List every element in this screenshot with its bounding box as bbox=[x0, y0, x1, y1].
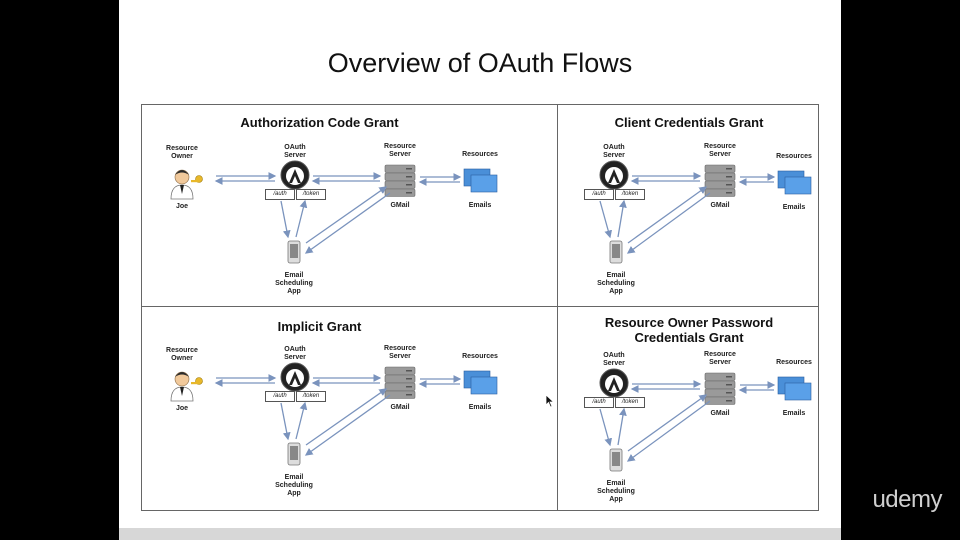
flow-arrow bbox=[599, 408, 613, 447]
resources-folder-icon bbox=[463, 370, 498, 395]
oauth-server-label: OAuth Server bbox=[603, 352, 625, 367]
slide: Overview of OAuth Flows Authorization Co… bbox=[119, 0, 841, 528]
joe-label: Joe bbox=[175, 203, 189, 210]
resources-label: Resources bbox=[776, 359, 812, 366]
app-label: Email Scheduling App bbox=[597, 272, 635, 295]
auth-endpoint: /auth bbox=[265, 189, 295, 200]
resource-server-label: Resource Server bbox=[704, 143, 736, 158]
panel-title: Implicit Grant bbox=[277, 319, 362, 334]
player-bottom-bar bbox=[119, 528, 841, 540]
resource-server-icon bbox=[384, 366, 416, 399]
panel-resource-owner-password-grant: Resource Owner Password Credentials Gran… bbox=[558, 307, 820, 512]
resources-folder-icon bbox=[463, 168, 498, 193]
flow-arrow bbox=[626, 400, 711, 462]
flow-diagram bbox=[599, 160, 812, 264]
grid-divider-vertical bbox=[557, 105, 558, 510]
emails-label: Emails bbox=[782, 410, 806, 417]
resources-folder-icon bbox=[777, 376, 812, 401]
resource-owner-icon bbox=[170, 371, 203, 402]
grid-divider-horizontal bbox=[142, 306, 818, 307]
flow-arrow bbox=[617, 407, 627, 446]
token-endpoint: /token bbox=[615, 397, 645, 408]
mouse-cursor-icon bbox=[545, 394, 555, 408]
oauth-server-icon bbox=[280, 362, 310, 392]
slide-title: Overview of OAuth Flows bbox=[327, 48, 633, 78]
emails-label: Emails bbox=[468, 404, 492, 411]
flow-arrow bbox=[627, 394, 708, 452]
oauth-server-icon bbox=[599, 368, 629, 398]
resource-server-icon bbox=[384, 164, 416, 197]
panel-title: Client Credentials Grant bbox=[614, 115, 764, 130]
oauth-server-icon bbox=[599, 160, 629, 190]
flow-arrow bbox=[295, 401, 308, 440]
emails-label: Emails bbox=[782, 204, 806, 211]
client-app-phone-icon bbox=[609, 448, 623, 472]
flow-arrow bbox=[626, 192, 711, 254]
resource-owner-label: Resource Owner bbox=[166, 347, 198, 362]
udemy-watermark: udemy bbox=[872, 486, 942, 513]
resources-folder-icon bbox=[777, 170, 812, 195]
auth-endpoint: /auth bbox=[584, 189, 614, 200]
oauth-server-label: OAuth Server bbox=[284, 346, 306, 361]
panel-title: Resource Owner Password Credentials Gran… bbox=[604, 315, 774, 345]
panel-title: Authorization Code Grant bbox=[240, 115, 399, 130]
flow-arrow bbox=[617, 199, 627, 238]
gmail-label: GMail bbox=[710, 410, 730, 417]
token-endpoint: /token bbox=[296, 189, 326, 200]
flow-arrow bbox=[280, 402, 291, 441]
auth-endpoint: /auth bbox=[584, 397, 614, 408]
app-label: Email Scheduling App bbox=[597, 480, 635, 503]
auth-endpoint: /auth bbox=[265, 391, 295, 402]
flow-diagram bbox=[599, 368, 812, 472]
oauth-server-icon bbox=[280, 160, 310, 190]
resource-server-icon bbox=[704, 164, 736, 197]
app-label: Email Scheduling App bbox=[275, 272, 313, 295]
gmail-label: GMail bbox=[390, 202, 410, 209]
oauth-server-label: OAuth Server bbox=[284, 144, 306, 159]
flow-arrow bbox=[280, 200, 291, 239]
client-app-phone-icon bbox=[287, 240, 301, 264]
emails-label: Emails bbox=[468, 202, 492, 209]
flow-diagram bbox=[170, 160, 498, 264]
app-label: Email Scheduling App bbox=[275, 474, 313, 497]
flow-diagram bbox=[170, 362, 498, 466]
gmail-label: GMail bbox=[710, 202, 730, 209]
flow-arrow bbox=[304, 394, 391, 456]
token-endpoint: /token bbox=[615, 189, 645, 200]
resource-owner-icon bbox=[170, 169, 203, 200]
oauth-server-label: OAuth Server bbox=[603, 144, 625, 159]
flow-arrow bbox=[304, 192, 391, 254]
flow-arrow bbox=[295, 199, 308, 238]
flow-arrow bbox=[305, 388, 388, 446]
resource-server-label: Resource Server bbox=[384, 143, 416, 158]
joe-label: Joe bbox=[175, 405, 189, 412]
resource-server-label: Resource Server bbox=[704, 351, 736, 366]
resources-label: Resources bbox=[462, 353, 498, 360]
gmail-label: GMail bbox=[390, 404, 410, 411]
resources-label: Resources bbox=[462, 151, 498, 158]
client-app-phone-icon bbox=[287, 442, 301, 466]
flow-arrow bbox=[599, 200, 613, 239]
resource-owner-label: Resource Owner bbox=[166, 145, 198, 160]
resource-server-icon bbox=[704, 372, 736, 405]
resource-server-label: Resource Server bbox=[384, 345, 416, 360]
client-app-phone-icon bbox=[609, 240, 623, 264]
resources-label: Resources bbox=[776, 153, 812, 160]
token-endpoint: /token bbox=[296, 391, 326, 402]
flow-arrow bbox=[627, 186, 708, 244]
flow-arrow bbox=[305, 186, 388, 244]
